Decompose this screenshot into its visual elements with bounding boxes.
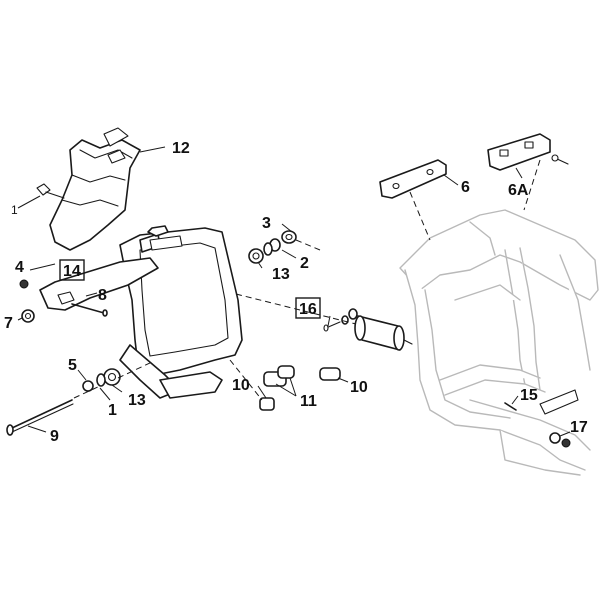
part-cylinder <box>348 308 413 351</box>
callout-4: 4 <box>15 259 24 276</box>
callout-6: 6 <box>461 179 470 196</box>
callout-13-lower: 13 <box>128 392 146 409</box>
callout-1-top: 1 <box>11 203 18 217</box>
callout-13-upper: 13 <box>272 266 290 283</box>
callout-17: 17 <box>570 419 588 436</box>
part-6A-bracket <box>487 133 569 171</box>
part-12-cover <box>49 127 141 251</box>
callout-16-box <box>295 297 321 319</box>
frame-section-left <box>39 225 243 399</box>
callout-5: 5 <box>68 357 77 374</box>
callout-1-lower: 1 <box>108 402 117 419</box>
callout-7: 7 <box>4 315 13 332</box>
callout-2: 2 <box>300 255 309 272</box>
parts-10-11-bushings <box>259 365 341 411</box>
part-1-screw-top <box>36 183 65 199</box>
part-9-long-bolt <box>6 399 74 436</box>
part-8-bolt <box>71 303 108 317</box>
callout-6A: 6A <box>508 182 529 199</box>
callout-14-box <box>59 259 85 281</box>
callout-15: 15 <box>520 387 538 404</box>
callout-14: 14 <box>63 263 81 280</box>
callout-12: 12 <box>172 140 190 157</box>
part-16-stud <box>323 315 349 332</box>
callout-11: 11 <box>300 393 317 410</box>
callout-10-right: 10 <box>350 379 368 396</box>
callout-3: 3 <box>262 215 271 232</box>
parts-washer-stack-upper <box>248 230 297 264</box>
leader-lines <box>17 146 571 437</box>
part-7-washer <box>21 309 35 323</box>
part-15-pin <box>504 389 579 415</box>
parts-washer-stack-lower <box>82 368 121 392</box>
part-4-nut <box>19 279 29 289</box>
callout-9: 9 <box>50 428 59 445</box>
background-frame <box>399 209 599 476</box>
part-6-bracket <box>379 159 447 199</box>
callout-16: 16 <box>299 301 317 318</box>
part-17-nut <box>549 432 571 448</box>
callout-8: 8 <box>98 287 107 304</box>
callout-10-left: 10 <box>232 377 250 394</box>
